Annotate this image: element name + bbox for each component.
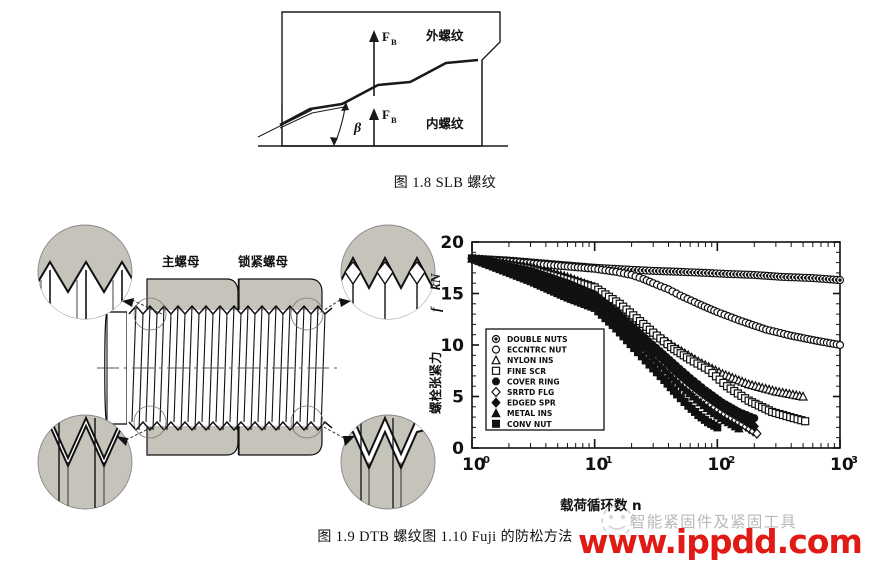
x-tick-label-exponent: 0 [483, 455, 490, 466]
thread-body-outline [281, 11, 501, 147]
caption-1-8-code: SLB [435, 175, 464, 191]
marker [491, 397, 501, 408]
marker [491, 345, 501, 354]
thread-flank-lines [131, 305, 326, 431]
caption-1-8-suffix: 螺纹 [467, 175, 497, 191]
x-tick-label-exponent: 1 [606, 455, 613, 466]
marker [752, 428, 762, 439]
beta-arrow-head-bottom [330, 137, 338, 146]
chart-series [468, 254, 722, 432]
x-tick-label-base: 10 [707, 455, 731, 475]
legend-box [485, 328, 605, 431]
thread-flank-line [279, 106, 345, 129]
figure-1-9-dtb-nut-assembly: 主螺母 锁紧螺母 [22, 222, 452, 512]
x-tick-label-base: 10 [462, 455, 486, 475]
marker [491, 366, 501, 375]
y-tick-label: 20 [440, 233, 464, 253]
y-tick-label: 10 [440, 336, 464, 356]
lock-nut-label: 锁紧螺母 [238, 254, 289, 269]
x-axis-label-symbol: n [632, 498, 642, 514]
x-axis-label-cn: 载荷循环数 [560, 497, 628, 514]
figure-1-8-slb-thread: β F B F B 外螺纹 内螺纹 [250, 4, 510, 154]
marker [749, 421, 759, 432]
legend-label: COVER RING [507, 377, 560, 386]
callout-origin-top-right [290, 297, 324, 331]
caption-1-10-code: Fuji [471, 529, 497, 545]
figure-bottom-caption: 图 1.9 DTB 螺纹图 1.10 Fuji 的防松方法 [0, 526, 890, 546]
caption-1-9-prefix: 图 [317, 529, 332, 545]
caption-1-9-suffix: 螺纹 [393, 529, 423, 545]
marker [798, 391, 808, 401]
caption-1-9-code: DTB [359, 529, 390, 545]
figure-1-8-caption: 图 1.8 SLB 螺纹 [0, 172, 890, 192]
caption-1-8-number: 1.8 [412, 175, 432, 191]
force-label-lower-subscript: B [391, 115, 397, 125]
force-label-upper-subscript: B [391, 37, 397, 47]
marker [713, 423, 722, 432]
caption-1-10-prefix: 图 [422, 529, 437, 545]
force-label-lower: F [382, 107, 390, 122]
y-axis-label-symbol: f [428, 306, 443, 312]
y-tick-label: 15 [440, 285, 464, 305]
legend-label: DOUBLE NUTS [507, 335, 568, 344]
thread-profile-bottom [128, 420, 333, 432]
marker [734, 423, 744, 433]
y-tick-label: 0 [452, 439, 464, 459]
x-tick-label-exponent: 3 [851, 455, 858, 466]
thread-profile-top [128, 304, 333, 316]
legend-label: NYLON INS [507, 356, 554, 365]
marker [492, 377, 500, 386]
chart-x-axis-label: 载荷循环数 n [560, 497, 642, 514]
x-tick-label-exponent: 2 [728, 455, 735, 466]
ramp-reference-line [257, 109, 313, 138]
beta-angle-label: β [353, 121, 362, 136]
force-arrow-upper-head [369, 30, 379, 42]
legend-label: FINE SCR [507, 367, 546, 376]
legend-label: ECCNTRC NUT [507, 346, 567, 355]
callout-origin-top-left [133, 297, 167, 331]
marker [491, 354, 501, 365]
legend-label: CONV NUT [507, 420, 552, 429]
x-tick-label-base: 10 [830, 455, 854, 475]
caption-1-9-number: 1.9 [335, 529, 356, 545]
marker [491, 386, 501, 398]
caption-1-8-prefix: 图 [393, 175, 409, 191]
y-tick-label: 5 [452, 388, 464, 408]
callout-origin-bottom-left [133, 405, 167, 439]
legend-label: EDGED SPR [507, 399, 556, 408]
beta-arrow-head-top [341, 102, 349, 111]
force-label-upper: F [382, 29, 390, 44]
marker-dot [494, 337, 498, 341]
detail-callout-bottom-right [321, 414, 436, 510]
external-thread-label: 外螺纹 [425, 28, 464, 43]
marker [801, 417, 810, 426]
detail-callout-top-right [317, 224, 436, 320]
marker [491, 408, 501, 418]
thread-step-path [279, 58, 479, 127]
caption-1-10-number: 1.10 [440, 529, 468, 545]
marker [835, 340, 845, 350]
legend-label: SRRTD FLG [507, 388, 554, 397]
marker [492, 419, 500, 428]
marker-dot [838, 278, 842, 282]
internal-thread-label: 内螺纹 [426, 116, 464, 131]
y-axis-label-unit: kN [428, 272, 443, 290]
callout-origin-bottom-right [290, 405, 324, 439]
x-tick-label-base: 10 [585, 455, 609, 475]
chart-y-axis-label: 螺栓张紧力 f kN [428, 272, 443, 414]
force-arrow-lower-head [369, 108, 379, 120]
legend-label: METAL INS [507, 409, 552, 418]
caption-1-10-suffix: 的防松方法 [500, 529, 573, 545]
y-axis-label-cn: 螺栓张紧力 [428, 351, 443, 414]
marker [659, 364, 670, 374]
main-nut-label: 主螺母 [162, 254, 200, 269]
